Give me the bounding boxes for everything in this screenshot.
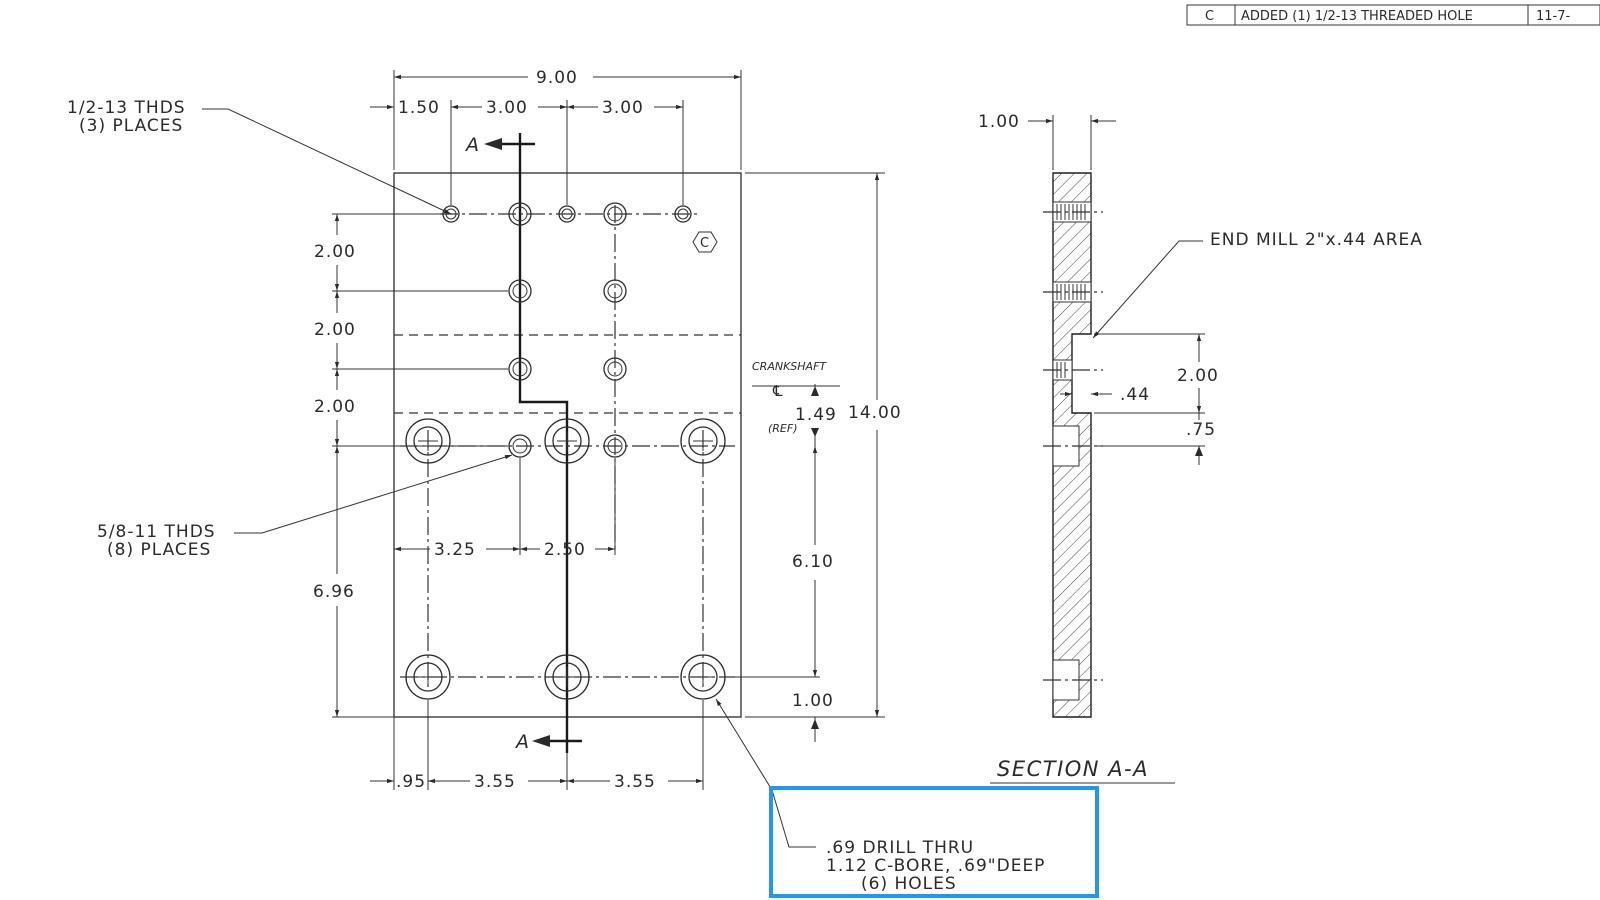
callout-drill-line1: .69 DRILL THRU [826, 838, 974, 858]
section-title-label: SECTION A-A [997, 757, 1149, 781]
dim-overall-width: 9.00 [536, 68, 578, 88]
section-view [1043, 172, 1103, 718]
dim-2-50: 2.50 [544, 540, 586, 560]
dim-1-50: 1.50 [398, 98, 440, 118]
crankshaft-label: CRANKSHAFT [752, 360, 827, 373]
revision-description: ADDED (1) 1/2-13 THREADED HOLE [1241, 9, 1473, 24]
ref-label: (REF) [768, 422, 798, 435]
dim-section-thickness: 1.00 [978, 112, 1020, 132]
left-dimensions: 2.00 2.00 2.00 6.96 [313, 213, 508, 718]
dim-2-00-a: 2.00 [314, 242, 356, 262]
dim-1-49: 1.49 [795, 405, 837, 425]
dim-3-55-a: 3.55 [474, 772, 516, 792]
section-marker-a-top: A [464, 134, 480, 156]
dim-section-0-44: .44 [1120, 385, 1150, 405]
callout-58-thds-line1: 5/8-11 THDS [97, 522, 216, 542]
section-title: SECTION A-A [990, 757, 1175, 784]
bottom-dimensions: .95 3.55 3.55 [370, 700, 704, 792]
centerline-symbol: ℄ [772, 382, 784, 400]
callout-thds-half: 1/2-13 THDS (3) PLACES [67, 98, 452, 215]
threaded-holes-five-eighths [508, 202, 627, 458]
callout-thds-58: 5/8-11 THDS (8) PLACES [97, 454, 513, 560]
dim-section-2-00: 2.00 [1177, 366, 1219, 386]
revision-block: C ADDED (1) 1/2-13 THREADED HOLE 11-7- [1186, 4, 1600, 26]
dim-6-10: 6.10 [792, 552, 834, 572]
counterbore-holes [405, 418, 726, 700]
revision-hexagon-marker: C [692, 231, 718, 253]
callout-half-thds-line2: (3) PLACES [79, 116, 183, 136]
revision-letter: C [1205, 9, 1214, 24]
highlight-box [769, 786, 1099, 898]
revision-date: 11-7- [1536, 9, 1571, 24]
top-dimensions: 9.00 1.50 3.00 3.00 [370, 68, 742, 205]
svg-text:C: C [700, 236, 709, 251]
dim-3-25: 3.25 [434, 540, 476, 560]
dim-section-0-75: .75 [1186, 420, 1216, 440]
callout-half-thds-line1: 1/2-13 THDS [67, 98, 186, 118]
dim-3-00-a: 3.00 [486, 98, 528, 118]
middle-dimensions: 3.25 2.50 [394, 458, 616, 560]
dim-3-55-b: 3.55 [614, 772, 656, 792]
right-dimensions: 14.00 CRANKSHAFT ℄ 1.49 (REF) 6.10 1.00 [725, 172, 902, 742]
dim-1-00: 1.00 [792, 691, 834, 711]
callout-58-thds-line2: (8) PLACES [107, 540, 211, 560]
dim-2-00-b: 2.00 [314, 320, 356, 340]
section-dimensions: 1.00 2.00 .44 .75 [978, 112, 1219, 465]
dim-6-96: 6.96 [313, 582, 355, 602]
callout-end-mill: END MILL 2"x.44 AREA [1092, 230, 1423, 339]
dim-2-00-c: 2.00 [314, 397, 356, 417]
dim-0-95: .95 [396, 772, 426, 792]
callout-drill-line2: 1.12 C-BORE, .69"DEEP [826, 856, 1045, 876]
dim-overall-height: 14.00 [848, 403, 902, 423]
section-cut-line: A A [464, 133, 582, 753]
callout-end-mill-label: END MILL 2"x.44 AREA [1210, 230, 1423, 250]
callout-drill-line3: (6) HOLES [861, 874, 957, 894]
callout-drill: .69 DRILL THRU 1.12 C-BORE, .69"DEEP (6)… [715, 698, 1099, 898]
dim-3-00-b: 3.00 [602, 98, 644, 118]
section-marker-a-bottom: A [514, 731, 530, 753]
